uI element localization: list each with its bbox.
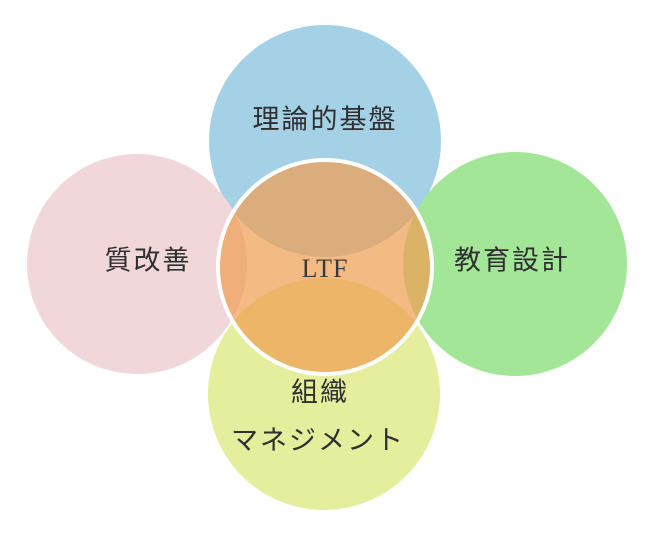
left-circle-label: 質改善 xyxy=(104,245,192,276)
top-circle-label: 理論的基盤 xyxy=(252,104,398,135)
bottom-circle-label-line1: 組織 xyxy=(291,377,349,408)
center-circle xyxy=(216,158,434,376)
center-circle-label: LTF xyxy=(301,254,349,283)
left-circle xyxy=(27,154,247,374)
right-circle xyxy=(403,152,627,376)
bottom-circle-label-line2: マネジメント xyxy=(231,425,405,456)
right-circle-label: 教育設計 xyxy=(454,245,570,276)
